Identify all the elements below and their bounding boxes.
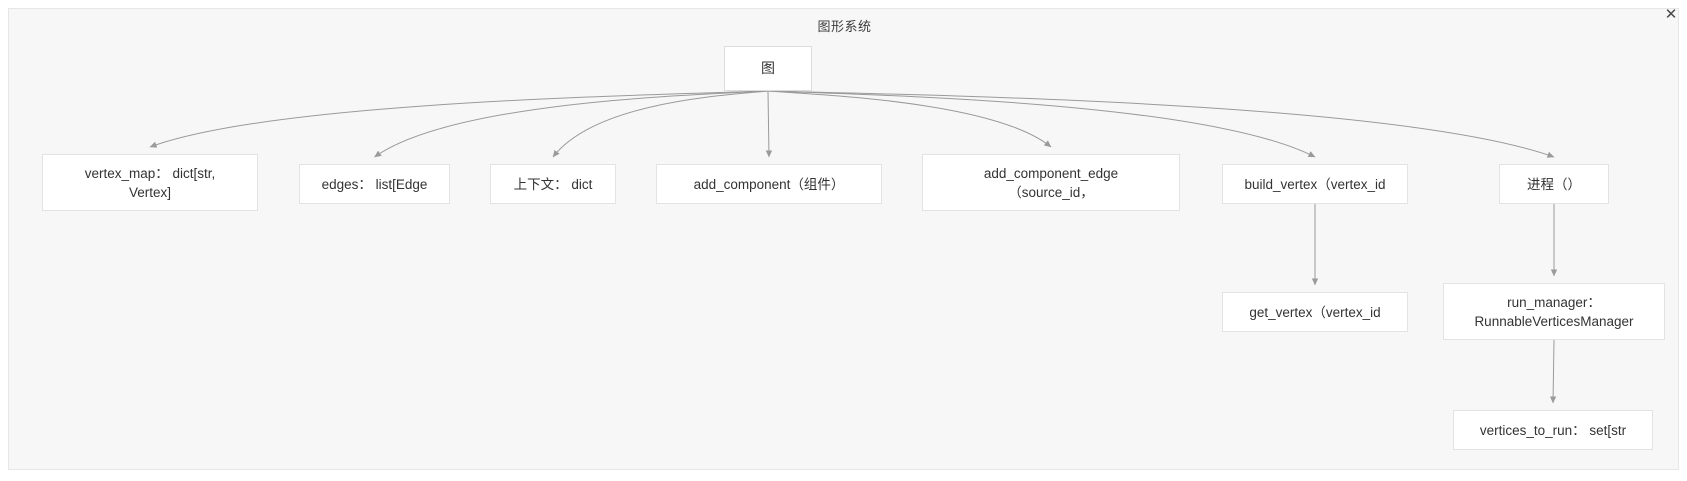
edge-run_manager-to-vertices_to_run	[1549, 339, 1557, 404]
edge-graph-to-edges	[374, 90, 769, 158]
graph-node-vertices_to_run[interactable]: vertices_to_run： set[str	[1453, 410, 1653, 450]
edge-graph-to-add_component_edge	[767, 90, 1052, 148]
graph-node-context[interactable]: 上下文： dict	[490, 164, 616, 204]
page-title: 图形系统	[817, 19, 872, 34]
close-icon[interactable]: ✕	[1664, 5, 1678, 23]
graph-node-get_vertex[interactable]: get_vertex（vertex_id	[1222, 292, 1408, 332]
graph-node-add_component_edge[interactable]: add_component_edge （source_id，	[922, 154, 1180, 211]
graph-node-build_vertex[interactable]: build_vertex（vertex_id	[1222, 164, 1408, 204]
graph-node-edges[interactable]: edges： list[Edge	[299, 164, 450, 204]
graph-node-run_manager[interactable]: run_manager： RunnableVerticesManager	[1443, 283, 1665, 340]
graph-node-process[interactable]: 进程（）	[1499, 164, 1609, 204]
edge-layer	[149, 90, 1558, 404]
edge-graph-to-process	[767, 90, 1555, 158]
edge-paths	[149, 90, 1558, 404]
graph-node-add_component[interactable]: add_component（组件）	[656, 164, 882, 204]
diagram-canvas[interactable]: 图形系统 图 vertex_map： dict[str, Vertex] edges…	[8, 8, 1679, 470]
edge-graph-to-context	[552, 90, 769, 158]
graph-node-graph[interactable]: 图	[724, 46, 812, 91]
edge-graph-to-vertex_map	[149, 90, 769, 148]
edge-graph-to-add_component	[765, 90, 773, 158]
graph-node-vertex_map[interactable]: vertex_map： dict[str, Vertex]	[42, 154, 258, 211]
edge-graph-to-build_vertex	[767, 90, 1316, 158]
